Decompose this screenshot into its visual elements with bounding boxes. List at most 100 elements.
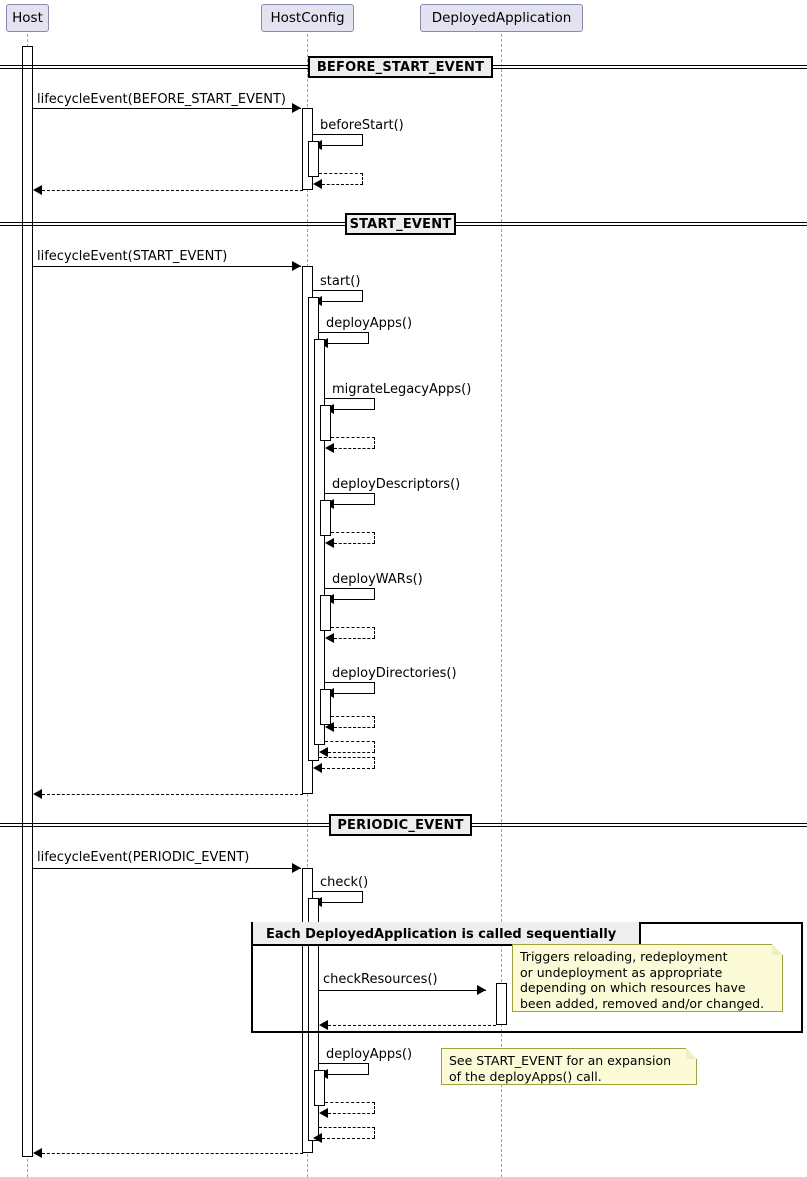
message-vline-deployapps-start [368, 332, 369, 343]
message-line-deployapps-periodic-return-bottom [328, 1113, 375, 1114]
group-loop-label: Each DeployedApplication is called seque… [266, 926, 617, 942]
message-line-deploydirectories-top [325, 682, 375, 683]
message-line-deploydirectories-return-top [331, 716, 375, 717]
message-line-checkresources [319, 990, 486, 991]
message-line-start-top [313, 290, 363, 291]
message-label-migratelegacyapps: migrateLegacyApps() [332, 382, 472, 397]
message-arrowhead-start-return [313, 763, 322, 773]
participant-host[interactable]: Host [6, 4, 49, 32]
divider-start: START_EVENT [345, 213, 456, 235]
message-vline-deployapps-periodic-return [374, 1102, 375, 1113]
message-arrowhead-deploywars-return [325, 633, 334, 643]
message-line-deploydescriptors-return-top [331, 532, 375, 533]
message-line-start-return-top [319, 757, 375, 758]
activation-periodic-l3 [314, 1070, 325, 1106]
message-line-check-return-bottom [322, 1138, 375, 1139]
message-line-deploydescriptors-bottom [334, 504, 375, 505]
message-vline-deploywars [374, 588, 375, 599]
message-line-migratelegacyapps-bottom [334, 409, 375, 410]
message-label-lifecycle-periodic: lifecycleEvent(PERIODIC_EVENT) [37, 850, 250, 865]
message-vline-deployapps-periodic [368, 1063, 369, 1074]
message-line-lifecycle-start [33, 266, 301, 267]
message-vline-deploydirectories-return [374, 716, 375, 727]
message-arrowhead-before-start-return [313, 179, 322, 189]
group-loop-tab [253, 922, 641, 946]
message-label-start-call: start() [320, 274, 361, 289]
message-vline-check-return [374, 1127, 375, 1138]
message-line-lifecycle-periodic [33, 868, 301, 869]
note-deployapps-fold [686, 1048, 697, 1059]
message-line-check-top [313, 891, 363, 892]
message-arrowhead-return-periodic [33, 1148, 42, 1158]
message-line-deployapps-periodic-bottom [328, 1074, 369, 1075]
message-label-check: check() [320, 875, 369, 890]
message-vline-check [362, 891, 363, 902]
message-vline-deploydescriptors [374, 493, 375, 504]
message-line-check-return-top [319, 1127, 375, 1128]
activation-hostconfig-before-start-inner [308, 141, 319, 177]
message-line-before-start-bottom [322, 145, 363, 146]
message-line-start-return-bottom [322, 768, 375, 769]
message-label-lifecycle-before-start: lifecycleEvent(BEFORE_START_EVENT) [37, 92, 286, 107]
message-line-migratelegacyapps-return-bottom [334, 448, 375, 449]
message-line-deploywars-return-bottom [334, 638, 375, 639]
message-line-deploydirectories-bottom [334, 693, 375, 694]
message-line-deployapps-start-return-bottom [328, 752, 375, 753]
message-arrowhead-lifecycle-periodic [292, 863, 301, 873]
message-label-deploywars: deployWARs() [332, 572, 423, 587]
note-checkresources-fold [772, 944, 783, 955]
activation-deploywars [320, 595, 331, 631]
message-label-deployapps-start: deployApps() [326, 316, 413, 331]
message-label-deployapps-periodic: deployApps() [326, 1047, 413, 1062]
activation-deploydirectories [320, 689, 331, 725]
message-arrowhead-checkresources-return [319, 1020, 328, 1030]
activation-start-l3 [314, 339, 325, 745]
message-line-migratelegacyapps-top [325, 398, 375, 399]
message-line-lifecycle-before-start [33, 108, 301, 109]
message-line-migratelegacyapps-return-top [331, 437, 375, 438]
activation-deployedapplication [496, 983, 507, 1025]
message-line-check-bottom [322, 902, 363, 903]
message-vline-migratelegacyapps [374, 398, 375, 409]
message-label-deploydirectories: deployDirectories() [332, 666, 457, 681]
message-line-return-before-start [42, 190, 303, 191]
message-line-deployapps-start-bottom [328, 343, 369, 344]
note-checkresources: Triggers reloading, redeployment or unde… [512, 944, 783, 1012]
message-line-deploydescriptors-return-bottom [334, 543, 375, 544]
participant-hostconfig[interactable]: HostConfig [261, 4, 354, 32]
activation-migratelegacyapps [320, 405, 331, 441]
message-line-deployapps-start-top [319, 332, 369, 333]
message-line-deployapps-periodic-top [319, 1063, 369, 1064]
message-line-deployapps-periodic-return-top [325, 1102, 375, 1103]
message-line-return-start [42, 794, 303, 795]
message-line-checkresources-return [328, 1025, 496, 1026]
message-vline-start [362, 290, 363, 301]
message-vline-deployapps-start-return [374, 741, 375, 752]
message-arrowhead-return-before-start [33, 185, 42, 195]
message-line-deployapps-start-return-top [325, 741, 375, 742]
message-line-before-start-return-bottom [322, 184, 363, 185]
participant-deployedapplication[interactable]: DeployedApplication [420, 4, 583, 32]
message-arrowhead-deploydescriptors-return [325, 538, 334, 548]
message-label-checkresources: checkResources() [323, 972, 438, 987]
activation-host-root [22, 46, 33, 1157]
message-label-deploydescriptors: deployDescriptors() [332, 477, 461, 492]
message-vline-deploydescriptors-return [374, 532, 375, 543]
message-line-deploywars-bottom [334, 599, 375, 600]
divider-periodic: PERIODIC_EVENT [329, 814, 472, 836]
message-arrowhead-migratelegacyapps-return [325, 443, 334, 453]
message-line-deploywars-top [325, 588, 375, 589]
activation-deploydescriptors [320, 500, 331, 536]
message-line-deploywars-return-top [331, 627, 375, 628]
message-arrowhead-lifecycle-start [292, 261, 301, 271]
message-line-deploydirectories-return-bottom [334, 727, 375, 728]
lifeline-deployedapplication [501, 34, 502, 1177]
message-vline-deploywars-return [374, 627, 375, 638]
message-vline-deploydirectories [374, 682, 375, 693]
message-line-return-periodic [42, 1153, 303, 1154]
message-arrowhead-lifecycle-before-start [292, 103, 301, 113]
message-vline-before-start-return [362, 173, 363, 184]
message-vline-migratelegacyapps-return [374, 437, 375, 448]
message-label-lifecycle-start: lifecycleEvent(START_EVENT) [37, 249, 228, 264]
